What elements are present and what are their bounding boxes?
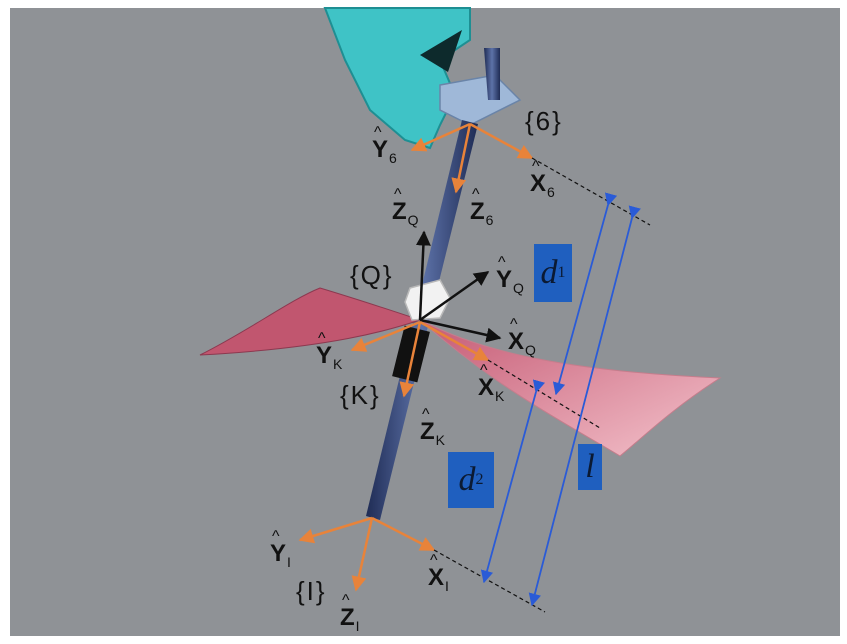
axis-xq-label: XQ bbox=[508, 317, 536, 357]
axis-xi-arrow bbox=[371, 516, 436, 552]
dim-d2-line bbox=[480, 379, 546, 584]
axis-yi-arrow bbox=[298, 516, 373, 544]
axis-yi-label: YI bbox=[270, 529, 291, 569]
axis-yq-label: YQ bbox=[496, 255, 524, 295]
axis-zq-label: ZQ bbox=[392, 187, 419, 227]
axis-yk-arrow bbox=[350, 320, 421, 352]
frame-i-label: {I} bbox=[296, 576, 327, 606]
axis-z6-label: Z6 bbox=[470, 187, 493, 227]
axis-zi-arrow bbox=[351, 517, 374, 592]
gripper-body bbox=[323, 7, 471, 150]
axis-zk-arrow bbox=[399, 321, 422, 398]
axis-zi-label: ZI bbox=[340, 593, 360, 633]
axis-zq-arrow bbox=[415, 230, 431, 321]
axis-yk-label: YK bbox=[316, 331, 342, 371]
axis-y6-label: Y6 bbox=[372, 125, 397, 165]
hub bbox=[404, 279, 451, 321]
axis-zk-label: ZK bbox=[420, 407, 445, 447]
gripper-slot bbox=[420, 30, 462, 72]
frame-q-label: {Q} bbox=[350, 260, 394, 290]
axis-xq-arrow bbox=[419, 318, 502, 343]
frame-k-label: {K} bbox=[340, 380, 381, 410]
axis-yq-arrow bbox=[419, 270, 490, 322]
dimension-l-box: l bbox=[578, 444, 602, 490]
axis-xi-label: XI bbox=[428, 553, 449, 593]
axis-xk-arrow bbox=[419, 320, 490, 362]
axis-z6-arrow bbox=[451, 123, 472, 194]
upper-shaft bbox=[484, 48, 500, 100]
hub-lower-block bbox=[392, 325, 430, 383]
dim-l-line bbox=[528, 205, 641, 607]
axis-x6-arrow bbox=[469, 122, 534, 160]
frame-6-label: {6} bbox=[525, 106, 563, 136]
axis-y6-arrow bbox=[410, 122, 471, 152]
axis-x6-label: X6 bbox=[530, 159, 555, 199]
axis-xk-label: XK bbox=[478, 363, 504, 403]
